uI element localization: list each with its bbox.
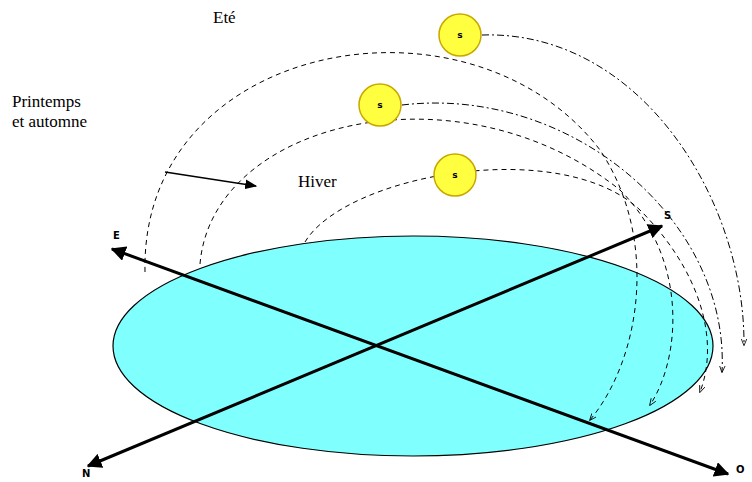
leader-arrow: [165, 172, 256, 186]
equinox-continuation: [402, 103, 722, 372]
season-label: Hiver: [298, 172, 337, 192]
sun-path-continuations: [402, 35, 744, 372]
sun-circle: s: [438, 13, 482, 57]
summer-continuation: [482, 35, 744, 345]
equinox-path: [200, 119, 673, 405]
sun-outline: [359, 84, 401, 126]
sun-outline: [434, 154, 476, 196]
direction-label: O: [736, 464, 745, 476]
horizon-plane: [113, 236, 713, 456]
winter-path: [305, 169, 708, 392]
season-label: Printemps et automne: [12, 92, 94, 131]
sun-circle: s: [358, 83, 402, 127]
sun-circle: s: [433, 153, 477, 197]
east-west-axis: [112, 249, 728, 474]
season-label: Eté: [213, 8, 236, 28]
sun-letter: s: [433, 153, 477, 197]
sun-outline: [439, 14, 481, 56]
direction-label: S: [664, 210, 671, 222]
north-south-axis: [88, 226, 662, 466]
sun-letter: s: [438, 13, 482, 57]
summer-path: [145, 53, 637, 420]
direction-label: E: [113, 230, 120, 242]
direction-label: N: [82, 468, 90, 480]
sun-letter: s: [358, 83, 402, 127]
